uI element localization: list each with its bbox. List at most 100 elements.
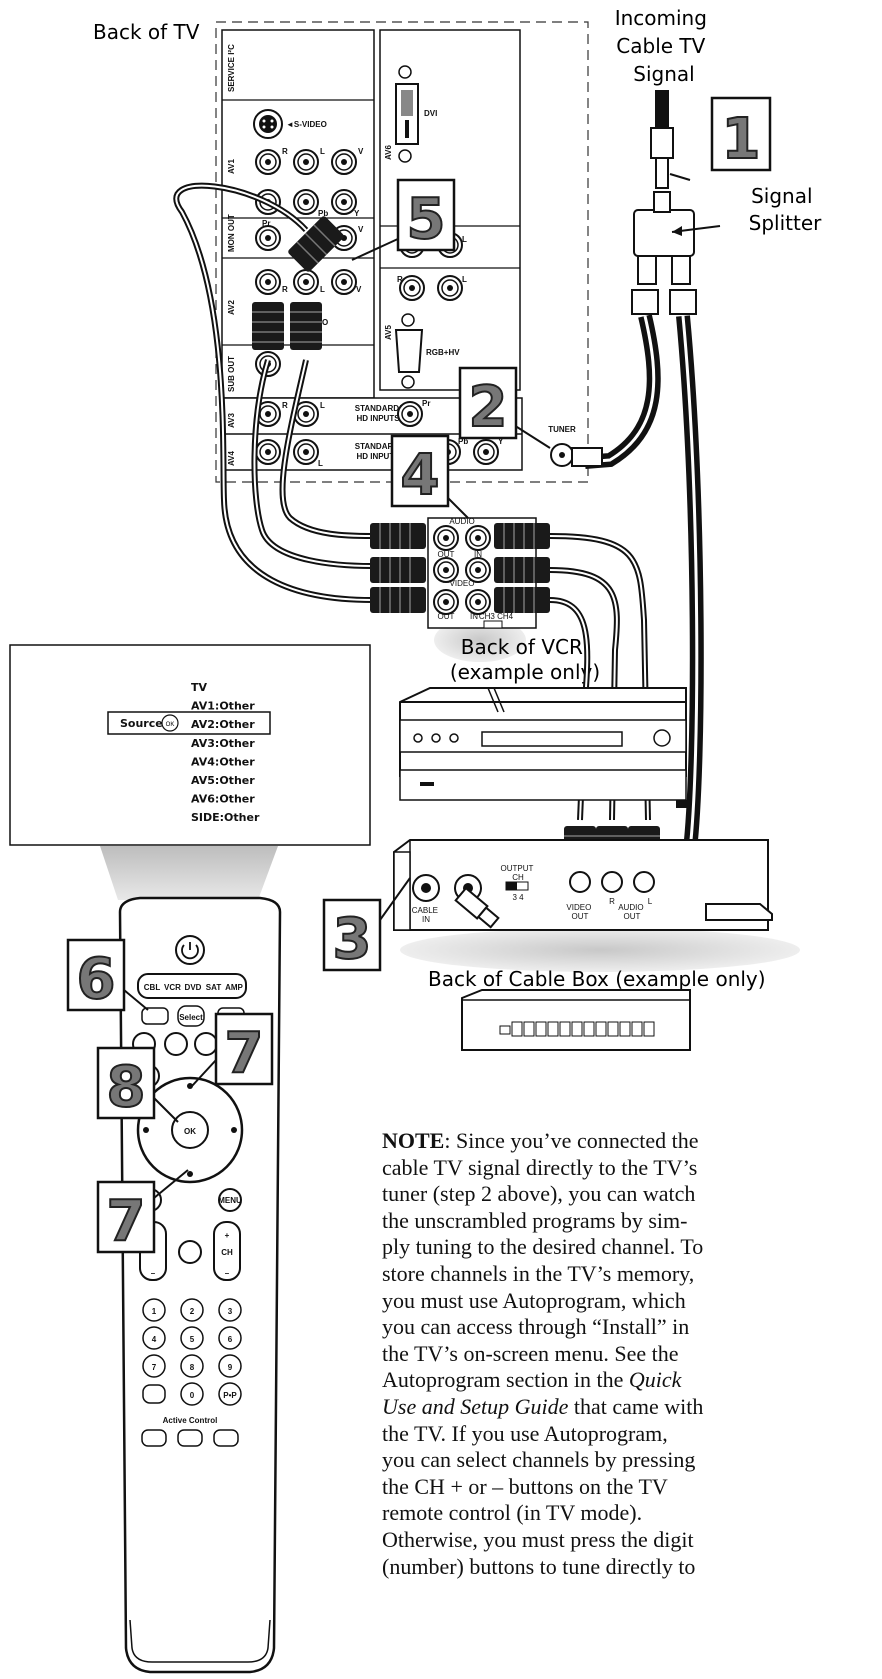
cable-box-front	[461, 989, 691, 1051]
tuner-label: TUNER	[548, 425, 576, 434]
source-dvd-button[interactable]: DVD	[185, 983, 202, 992]
cursor-down[interactable]	[187, 1171, 193, 1177]
step-4-callout: 4	[390, 434, 469, 519]
source-select-bar[interactable]	[137, 973, 247, 999]
vcr-video-out-jack	[433, 589, 459, 615]
step-5-callout: 5	[351, 178, 456, 261]
av2-r-plug	[251, 301, 285, 351]
av1-l-jack	[293, 149, 319, 175]
digit-label: 9	[228, 1363, 233, 1372]
av1-pb-jack	[293, 189, 319, 215]
cable-in-label: CABLE IN	[412, 906, 440, 924]
cable-in-line-2: IN	[422, 915, 430, 924]
step-number: 7	[225, 1021, 264, 1086]
av-button[interactable]	[141, 1007, 169, 1025]
digit-button[interactable]	[180, 1382, 204, 1406]
av2-v-jack	[331, 269, 357, 295]
audio-out-line-1: AUDIO	[618, 903, 643, 912]
output-ch-label: OUTPUT CH	[501, 864, 536, 882]
menu-ok-icon	[161, 714, 179, 732]
menu-button[interactable]	[218, 1188, 242, 1212]
note-label: NOTE	[382, 1128, 445, 1153]
av1-y-jack	[331, 189, 357, 215]
bottom-button-2[interactable]	[177, 1429, 203, 1447]
source-menu: TVAV1:OtherAV2:OtherAV3:OtherAV4:OtherAV…	[191, 681, 260, 824]
note-italic: Quick Use and Setup Guide	[382, 1367, 682, 1419]
svg-text:–: –	[151, 1269, 156, 1278]
av2-l-label: L	[320, 285, 325, 294]
rgb-port	[394, 329, 424, 373]
av5-label: AV5	[384, 324, 393, 340]
digit-button[interactable]	[142, 1326, 166, 1350]
av5-r-jack	[399, 275, 425, 301]
menu-item: AV5:Other	[191, 774, 255, 787]
digit-button[interactable]	[218, 1354, 242, 1378]
digit-label: 4	[152, 1335, 157, 1344]
av4-y-jack	[473, 439, 499, 465]
vcr-audio-label: AUDIO	[449, 517, 474, 526]
select-button[interactable]	[177, 1005, 205, 1027]
digit-label: P•P	[223, 1391, 237, 1400]
back-of-vcr-title: Back of VCR (example only)	[450, 635, 600, 684]
digit-button[interactable]	[218, 1298, 242, 1322]
vcr-title-line-1: Back of VCR	[461, 635, 583, 659]
source-vcr-button[interactable]: VCR	[164, 983, 181, 992]
av2-v-label: V	[356, 285, 362, 294]
menu-selection-box	[107, 711, 271, 735]
step-7-callout: 7	[96, 1169, 189, 1255]
vcr-unit	[399, 687, 690, 808]
digit-button[interactable]	[218, 1326, 242, 1350]
vcr-audio-out-jack	[433, 525, 459, 551]
source-cbl-button[interactable]: CBL	[144, 983, 161, 992]
bottom-button-3[interactable]	[213, 1429, 239, 1447]
av4-l-jack	[293, 439, 319, 465]
mute-button[interactable]	[178, 1240, 202, 1264]
av1-pb-label: Pb	[318, 209, 328, 218]
digit-button[interactable]	[180, 1298, 204, 1322]
av2-r-label: R	[282, 285, 288, 294]
source-sat-button[interactable]: SAT	[206, 983, 222, 992]
digit-button[interactable]	[218, 1382, 242, 1406]
step-number: 3	[333, 907, 372, 972]
step-2-callout: 2	[458, 366, 551, 449]
note-paragraph: NOTE: Since you’ve connected the cable T…	[382, 1128, 802, 1580]
sub-out-label: SUB OUT	[227, 356, 236, 392]
menu-item: TV	[191, 681, 208, 694]
cursor-up[interactable]	[187, 1083, 193, 1089]
step-number: 8	[107, 1055, 146, 1120]
av4-pb-label: Pb	[458, 437, 468, 446]
rgb-label: RGB+HV	[426, 348, 460, 357]
source-amp-button[interactable]: AMP	[225, 983, 243, 992]
digit-label: 3	[228, 1307, 233, 1316]
cursor-left[interactable]	[143, 1127, 149, 1133]
play-button[interactable]	[194, 1032, 218, 1056]
vcr-video-label: VIDEO	[450, 579, 475, 588]
av2-l-plug	[289, 301, 323, 351]
av5-l-label: L	[462, 275, 467, 284]
cursor-right[interactable]	[231, 1127, 237, 1133]
step-7-callout: 7	[191, 1012, 274, 1087]
light-beam	[100, 846, 278, 900]
digit-button[interactable]	[142, 1298, 166, 1322]
av1-pr-label: Pr	[262, 219, 270, 228]
active-control-label: Active Control	[163, 1416, 218, 1425]
ok-button[interactable]	[171, 1111, 209, 1149]
digit-button[interactable]	[180, 1354, 204, 1378]
mon-out-v-label: V	[358, 225, 364, 234]
digit-button[interactable]	[180, 1326, 204, 1350]
ch34-label: 3 4	[512, 893, 524, 902]
bottom-button-1[interactable]	[141, 1429, 167, 1447]
dvi-screw-top	[398, 65, 412, 79]
digit-button[interactable]	[142, 1354, 166, 1378]
av4-l-label: L	[318, 459, 323, 468]
av1-r-jack	[255, 149, 281, 175]
av3-label: AV3	[227, 412, 236, 428]
output-ch-line-1: OUTPUT	[501, 864, 534, 873]
channel-rocker[interactable]	[213, 1221, 241, 1281]
info-button[interactable]	[142, 1384, 166, 1404]
cable-box-unit: CABLE IN OUTPUT CH 3 4 VIDEO OUT R AUDIO…	[393, 839, 800, 972]
av3-pr-jack	[397, 401, 423, 427]
svideo-jack	[253, 109, 283, 139]
stop-button[interactable]	[164, 1032, 188, 1056]
